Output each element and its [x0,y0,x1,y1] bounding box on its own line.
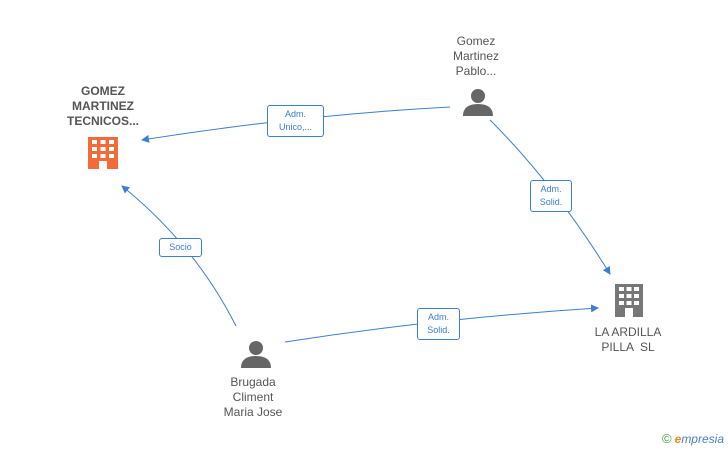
node-label-brugada[interactable]: Brugada Climent Maria Jose [223,375,283,419]
edge-label-adm-solid-brugada[interactable]: Adm. Solid. [417,308,460,340]
node-label-gomez-pablo[interactable]: Gomez Martinez Pablo... [452,34,499,78]
building-icon-gomez-tecnicos[interactable] [88,137,118,169]
edge-label-socio[interactable]: Socio [159,238,202,257]
building-icon-la-ardilla[interactable] [615,284,643,317]
copyright-symbol: © [662,431,672,446]
edge-label-adm-unico[interactable]: Adm. Unico,... [267,105,324,137]
empresia-logo: ©empresia [662,431,724,446]
person-icon-brugada[interactable] [241,341,271,368]
person-icon-gomez-pablo[interactable] [463,89,493,116]
edge-label-adm-solid-pablo[interactable]: Adm. Solid. [530,180,572,212]
node-label-gomez-tecnicos[interactable]: GOMEZ MARTINEZ TECNICOS... [66,84,139,128]
node-label-la-ardilla[interactable]: LA ARDILLA PILLA SL [594,325,662,354]
